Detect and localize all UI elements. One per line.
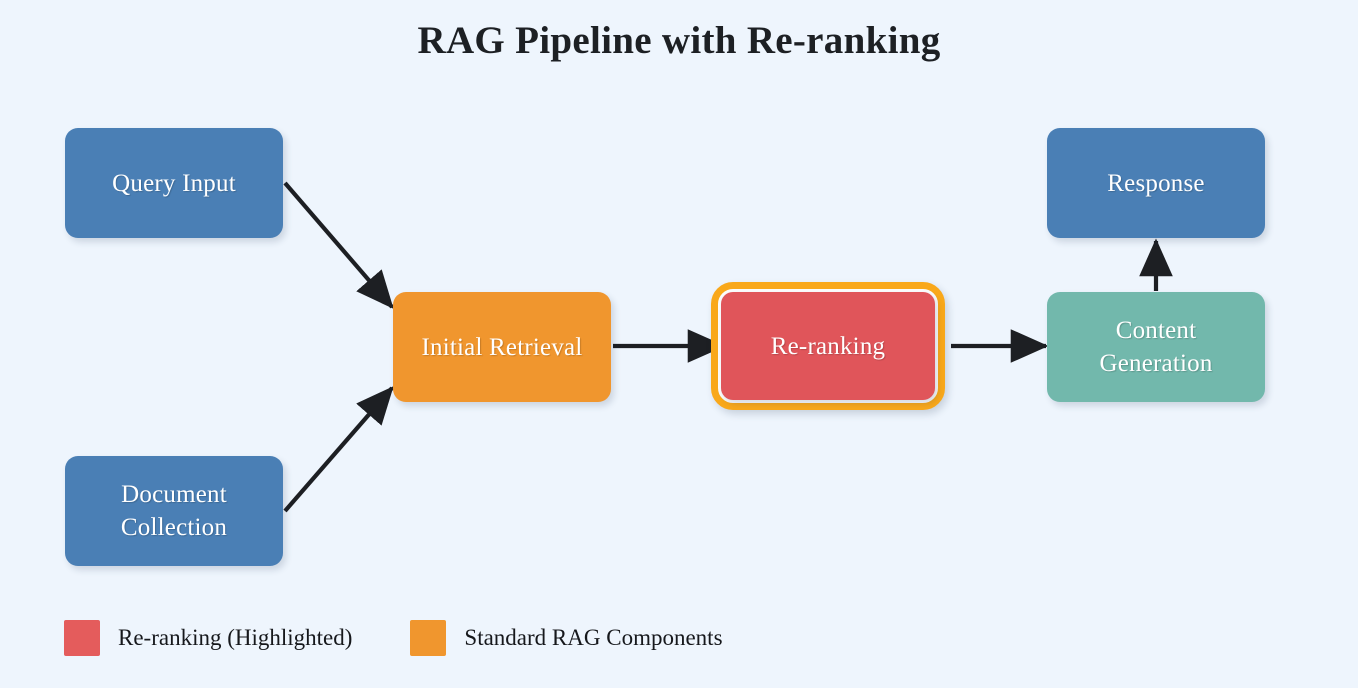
node-response[interactable]: Response — [1047, 128, 1265, 238]
node-re-ranking[interactable]: Re-ranking — [721, 292, 935, 400]
node-query-input-label: Query Input — [112, 169, 236, 197]
node-document-collection[interactable]: Document Collection — [65, 456, 283, 566]
node-initial-retrieval-label: Initial Retrieval — [421, 333, 583, 361]
legend-swatch-standard — [410, 620, 447, 656]
page-title: RAG Pipeline with Re-ranking — [417, 19, 941, 62]
node-content-generation-label: Content Generation — [1099, 314, 1212, 380]
node-query-input[interactable]: Query Input — [65, 128, 283, 238]
legend: Re-ranking (Highlighted) Standard RAG Co… — [64, 620, 723, 656]
node-re-ranking-label: Re-ranking — [770, 332, 886, 360]
legend-label-highlighted: Re-ranking (Highlighted) — [118, 625, 353, 650]
legend-label-standard: Standard RAG Components — [464, 625, 723, 650]
legend-swatch-highlighted — [64, 620, 100, 656]
node-content-generation[interactable]: Content Generation — [1047, 292, 1265, 402]
node-document-collection-line-1: Document — [121, 481, 227, 508]
node-document-collection-line-2: Collection — [120, 514, 228, 541]
node-initial-retrieval[interactable]: Initial Retrieval — [393, 292, 611, 402]
node-document-collection-label: Document Collection — [121, 478, 227, 544]
node-content-generation-line-2: Generation — [1099, 350, 1213, 377]
node-content-generation-line-1: Content — [1115, 317, 1197, 344]
legend-item-standard: Standard RAG Components — [410, 620, 723, 656]
edge-documents-to-retrieval — [283, 386, 394, 513]
node-response-label: Response — [1107, 169, 1205, 197]
edge-query-to-retrieval — [283, 181, 394, 309]
legend-item-highlighted: Re-ranking (Highlighted) — [64, 620, 352, 656]
